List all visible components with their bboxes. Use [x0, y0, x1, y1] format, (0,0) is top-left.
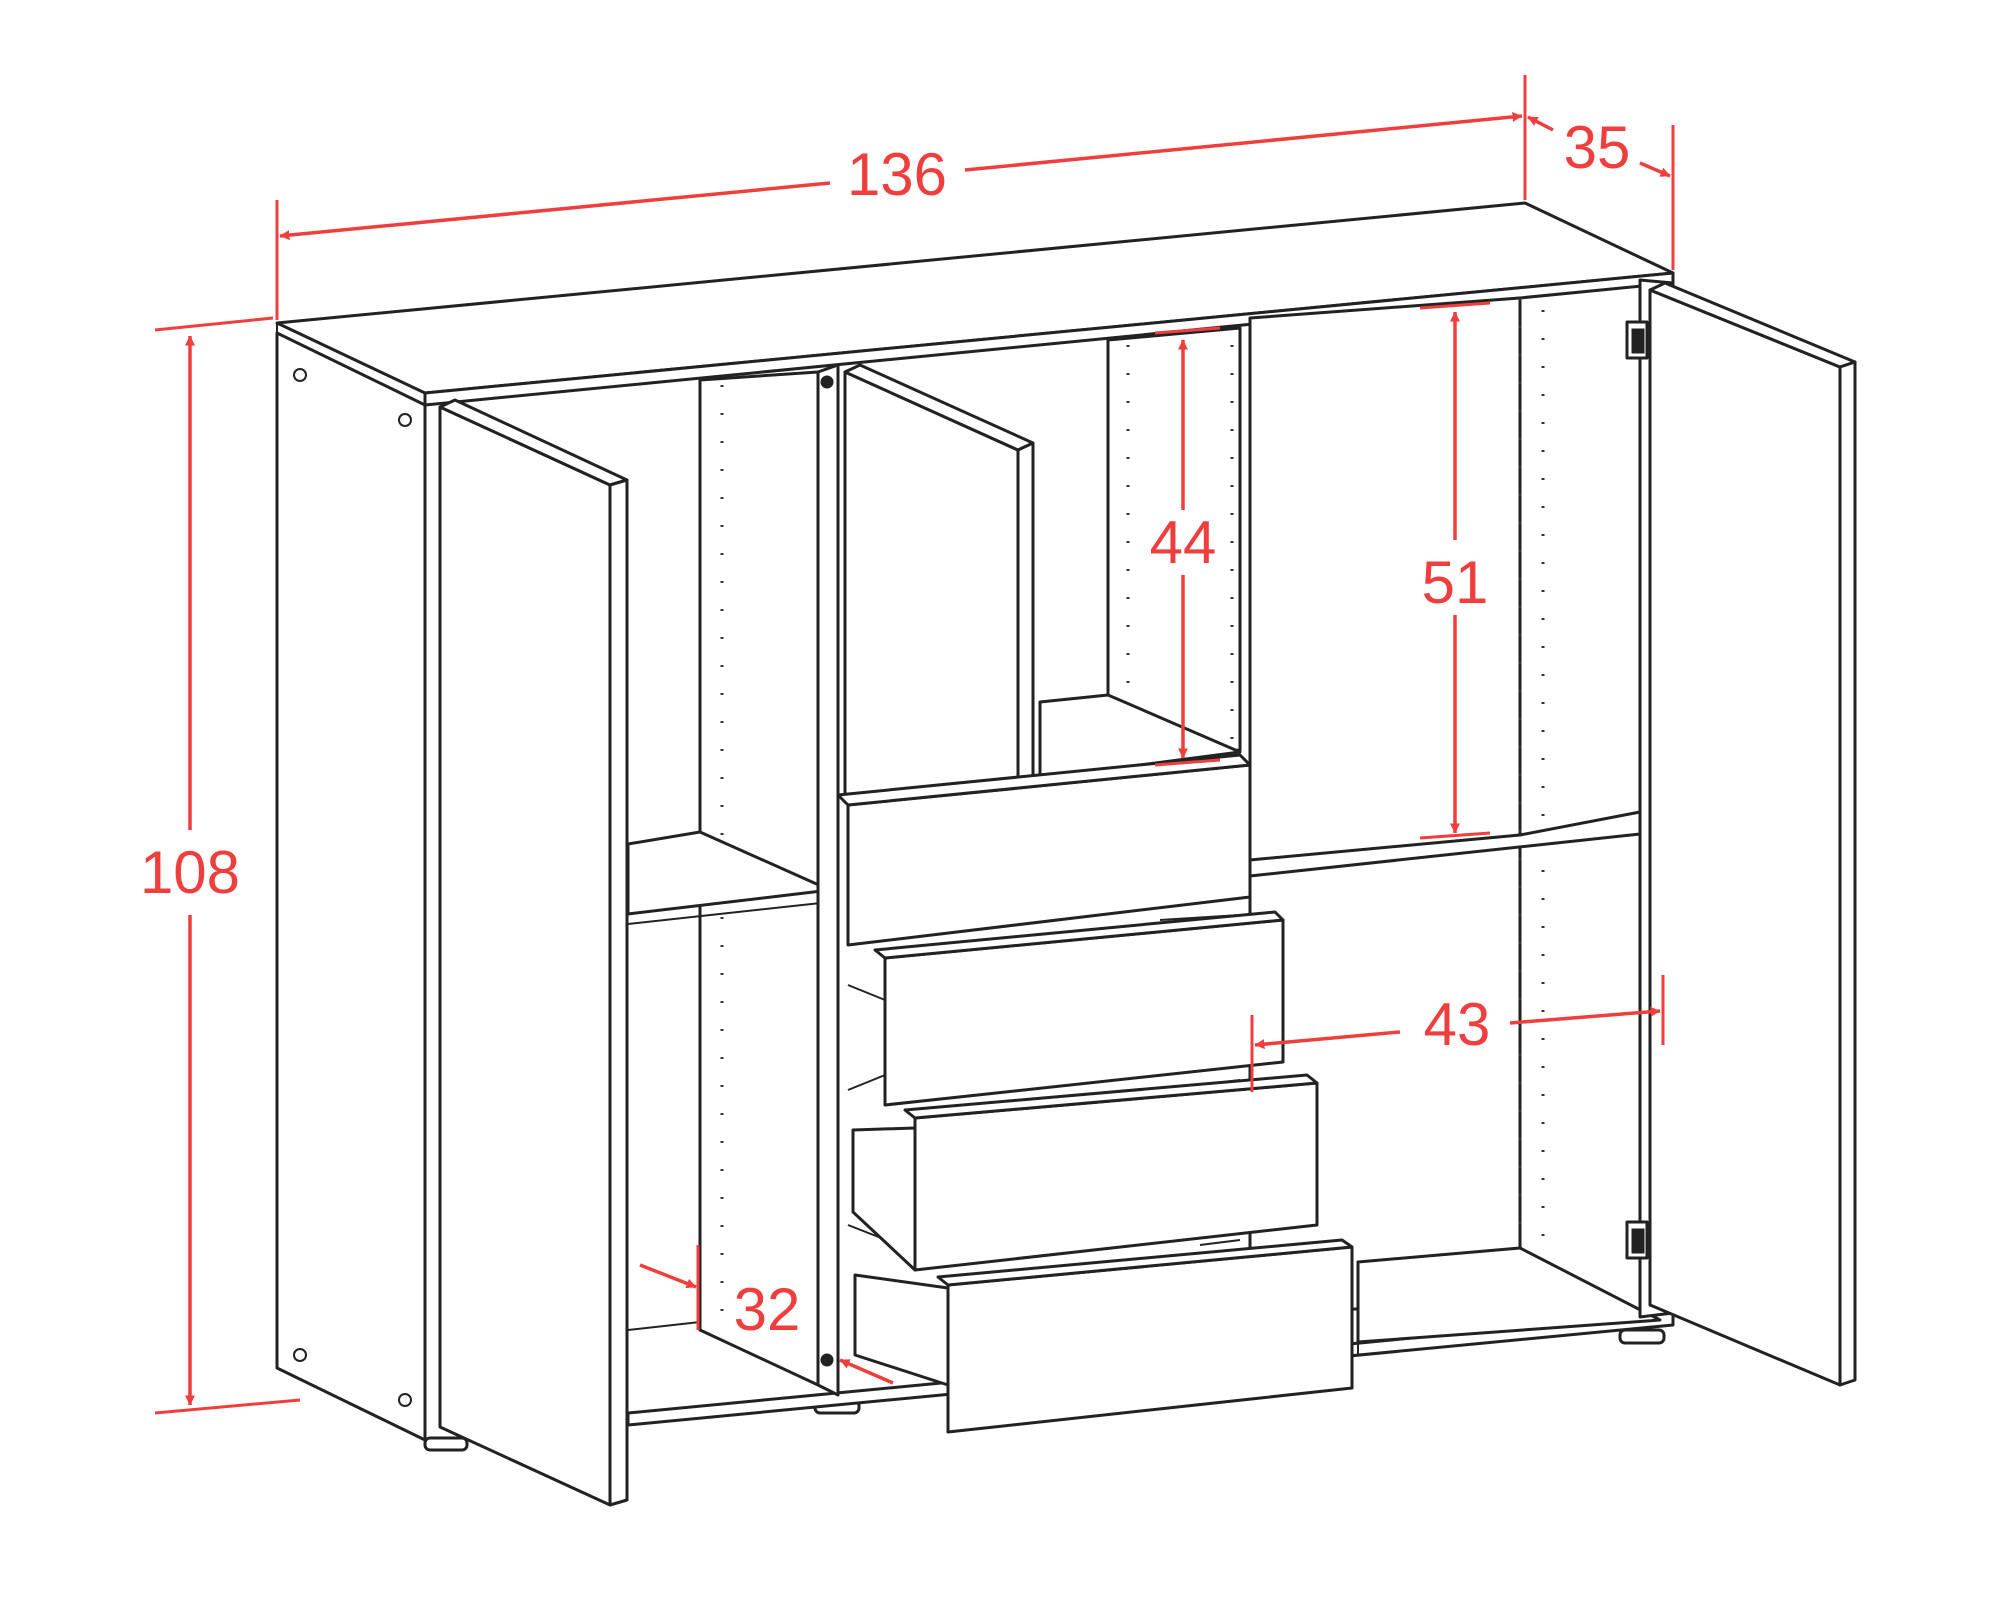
compartment-51-extension-top: [1419, 301, 1491, 310]
cabinet-foot: [423, 1436, 469, 1452]
drawer-4-side: [853, 1273, 950, 1387]
drawers: [836, 753, 1354, 1434]
right-compartment-floor: [1356, 1246, 1662, 1344]
cam-hole: [398, 1393, 412, 1407]
compartment-43-line-right: [1509, 1006, 1661, 1025]
hinge-screw: [820, 1353, 834, 1367]
middle-shelf: [1038, 693, 1242, 780]
side-32-label: 32: [734, 1276, 801, 1343]
side-32-line-left: [639, 1263, 697, 1289]
cam-hole: [293, 368, 307, 382]
center-divider-panel: [816, 363, 840, 1397]
hinge-icon: [1631, 328, 1645, 354]
side-32-line-right: [839, 1358, 894, 1385]
compartment-44-extension-top: [1154, 326, 1221, 335]
cabinet-foot: [1618, 1328, 1666, 1345]
drawer-3-top: [903, 1073, 1319, 1120]
compartment-51-label: 51: [1422, 549, 1489, 616]
right-door-side: [1838, 360, 1857, 1387]
drawer-2-top: [873, 910, 1285, 960]
drawer-4-top: [936, 1238, 1354, 1287]
cam-hole: [293, 1348, 307, 1362]
depth-dimension-line-right: [1639, 161, 1671, 178]
right-door: [1648, 288, 1842, 1387]
height-dimension-label: 108: [140, 839, 240, 906]
compartment-44-label: 44: [1150, 509, 1217, 576]
width-dimension-label: 136: [847, 141, 947, 208]
depth-dimension-line-left: [1527, 115, 1554, 132]
height-extension-top: [154, 316, 274, 332]
drawer-rail: [1199, 1239, 1241, 1246]
hinge-screw: [820, 375, 834, 389]
left-floor-line: [627, 1321, 701, 1331]
height-extension-bottom: [154, 1398, 301, 1415]
left-shelf-edge: [627, 901, 831, 925]
drawer-1-top: [836, 753, 1252, 807]
width-dimension-line-left: [279, 181, 831, 241]
drawer-rail: [847, 1074, 886, 1091]
width-dimension-line-right: [964, 111, 1523, 172]
dimension-lines: 136 35 108 44 51 43 32: [140, 75, 1675, 1415]
left-door-side: [608, 478, 629, 1507]
drawer-3-side: [851, 1126, 917, 1272]
compartment-43-label: 43: [1424, 991, 1491, 1058]
compartment-44-extension-bottom: [1154, 758, 1221, 767]
drawer-rail: [847, 984, 886, 1001]
cam-hole: [398, 413, 412, 427]
compartment-43-line-left: [1254, 1030, 1401, 1050]
left-door: [438, 405, 612, 1507]
doors: [438, 281, 1857, 1507]
depth-dimension-label: 35: [1564, 114, 1631, 181]
hinge-icon: [1631, 1228, 1645, 1254]
compartment-51-extension-bottom: [1419, 831, 1491, 840]
middle-back-panel: [1106, 326, 1242, 762]
cabinet-left-side-panel: [275, 331, 427, 1442]
